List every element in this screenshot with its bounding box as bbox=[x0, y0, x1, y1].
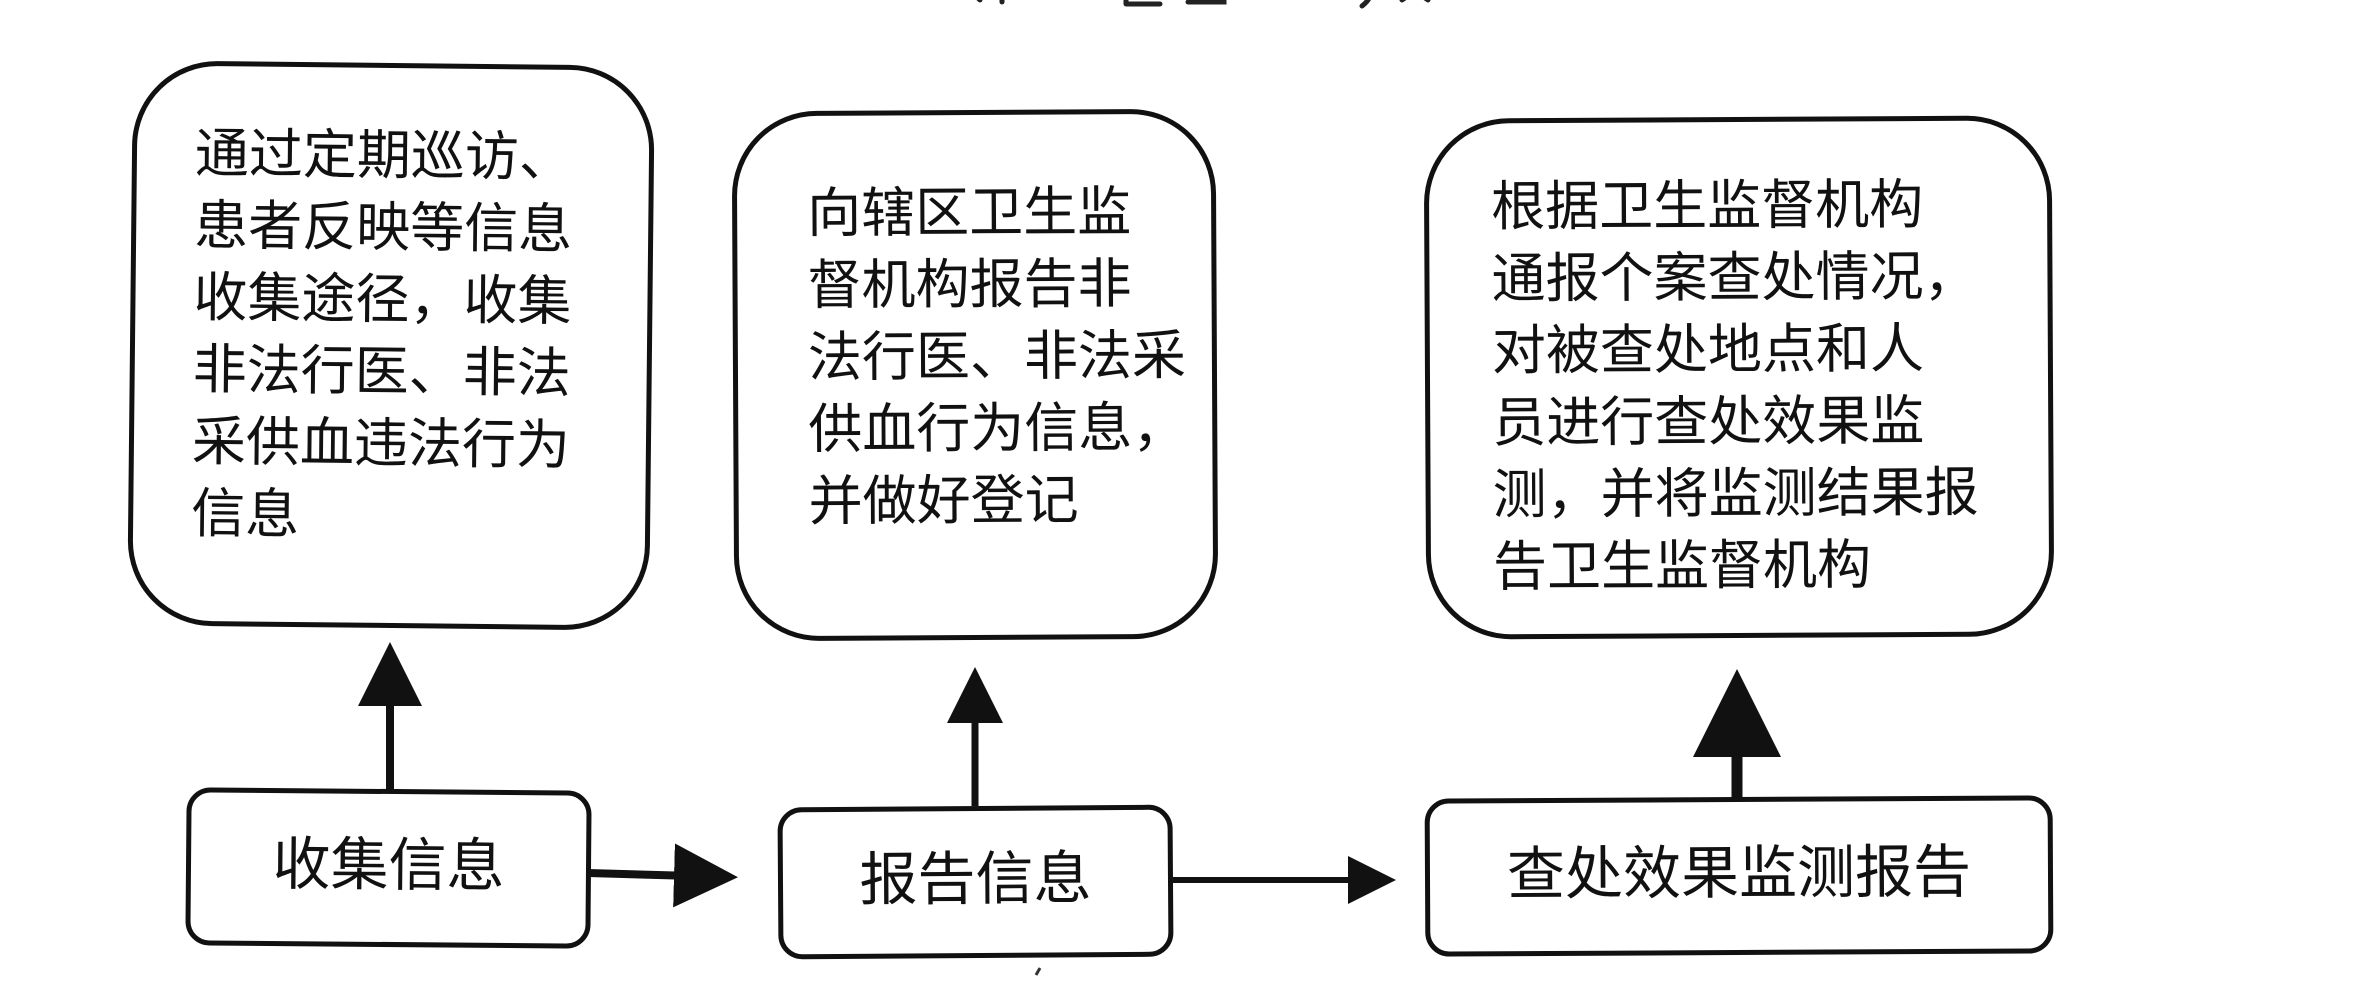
arrow-collect-to-report bbox=[587, 843, 738, 908]
collect-detail-box: 通过定期巡访、 患者反映等信息 收集途径，收集 非法行医、非法 采供血违法行为 … bbox=[127, 60, 655, 631]
monitor-detail-box: 根据卫生监督机构 通报个案查处情况， 对被查处地点和人 员进行查处效果监 测，并… bbox=[1423, 115, 2055, 640]
monitor-step-label: 查处效果监测报告 bbox=[1506, 837, 1972, 909]
report-detail-text: 向辖区卫生监 督机构报告非 法行医、非法采 供血行为信息， 并做好登记 bbox=[806, 180, 1187, 533]
collect-detail-text: 通过定期巡访、 患者反映等信息 收集途径，收集 非法行医、非法 采供血违法行为 … bbox=[190, 121, 574, 547]
monitor-step-box: 查处效果监测报告 bbox=[1424, 795, 2054, 957]
stray-mark bbox=[1034, 967, 1042, 976]
collect-step-box: 收集信息 bbox=[185, 787, 592, 949]
monitor-detail-text: 根据卫生监督机构 通报个案查处情况， 对被查处地点和人 员进行查处效果监 测，并… bbox=[1490, 173, 1979, 599]
report-detail-box: 向辖区卫生监 督机构报告非 法行医、非法采 供血行为信息， 并做好登记 bbox=[731, 108, 1219, 642]
report-step-label: 报告信息 bbox=[859, 844, 1092, 914]
cropped-caption-fragment bbox=[950, 0, 1510, 10]
report-step-box: 报告信息 bbox=[777, 804, 1174, 960]
collect-step-label: 收集信息 bbox=[272, 829, 505, 901]
